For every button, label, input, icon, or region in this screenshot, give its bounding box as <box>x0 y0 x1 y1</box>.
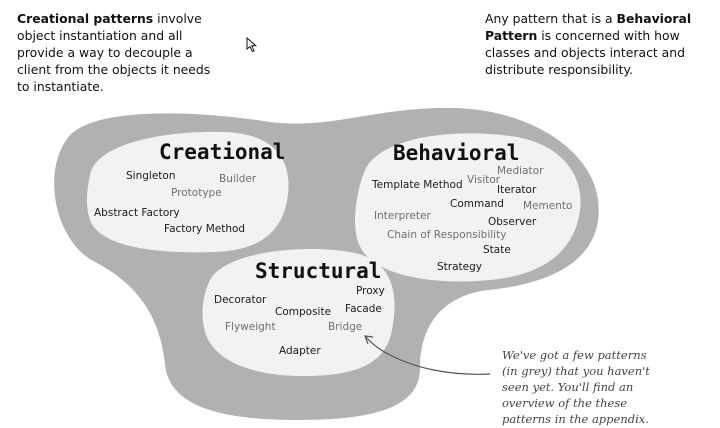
behavioral-title: Behavioral <box>393 141 519 165</box>
behavioral-description: Any pattern that is a Behavioral Pattern… <box>485 10 710 78</box>
creational-description-text: involve object instantiation and all pro… <box>17 11 211 94</box>
pattern-chain-of-responsibility: Chain of Responsibility <box>387 229 506 241</box>
pattern-builder: Builder <box>219 173 257 185</box>
creational-description: Creational patterns involve object insta… <box>17 10 217 95</box>
structural-region <box>202 249 395 377</box>
annotation-arrow <box>365 336 491 375</box>
pattern-iterator: Iterator <box>497 184 537 196</box>
pattern-decorator: Decorator <box>214 294 267 306</box>
annotation-line-4: overview of the these <box>502 396 627 410</box>
pattern-mediator: Mediator <box>497 165 544 177</box>
pattern-composite: Composite <box>275 306 331 318</box>
pattern-memento: Memento <box>523 200 572 212</box>
pattern-observer: Observer <box>488 216 537 228</box>
behavioral-description-text: is concerned with how classes and object… <box>485 28 685 77</box>
pattern-state: State <box>483 244 511 256</box>
grey-patterns-annotation: We've got a few patterns (in grey) that … <box>502 348 650 426</box>
creational-region <box>86 131 289 253</box>
behavioral-region <box>354 133 581 282</box>
behavioral-description-bold: Behavioral Pattern <box>485 11 692 43</box>
annotation-line-5: patterns in the appendix. <box>502 412 649 426</box>
creational-title: Creational <box>159 140 285 164</box>
pattern-template-method: Template Method <box>371 179 463 191</box>
pattern-proxy: Proxy <box>356 285 385 297</box>
structural-title: Structural <box>255 259 381 283</box>
pattern-strategy: Strategy <box>437 261 482 273</box>
pattern-singleton: Singleton <box>126 170 175 182</box>
pattern-facade: Facade <box>345 303 382 315</box>
creational-patterns: Singleton Builder Prototype Abstract Fac… <box>94 170 257 235</box>
annotation-line-3: seen yet. You'll find an <box>502 380 633 394</box>
pattern-visitor: Visitor <box>467 174 501 186</box>
arrow-head-icon <box>364 335 374 345</box>
behavioral-patterns: Mediator Template Method Visitor Iterato… <box>371 165 572 273</box>
pattern-abstract-factory: Abstract Factory <box>94 207 180 219</box>
creational-description-bold: Creational patterns <box>17 11 154 26</box>
structural-patterns: Proxy Decorator Facade Composite Flyweig… <box>214 285 385 357</box>
pattern-bridge: Bridge <box>328 321 362 333</box>
annotation-line-2: (in grey) that you haven't <box>502 364 650 378</box>
behavioral-description-prefix: Any pattern that is a <box>485 11 617 26</box>
pattern-interpreter: Interpreter <box>374 210 431 222</box>
mouse-cursor-icon <box>246 37 258 53</box>
pattern-prototype: Prototype <box>171 187 222 199</box>
annotation-line-1: We've got a few patterns <box>502 348 647 362</box>
pattern-flyweight: Flyweight <box>225 321 276 333</box>
pattern-adapter: Adapter <box>279 345 321 357</box>
pattern-command: Command <box>450 198 504 210</box>
pattern-factory-method: Factory Method <box>164 223 245 235</box>
